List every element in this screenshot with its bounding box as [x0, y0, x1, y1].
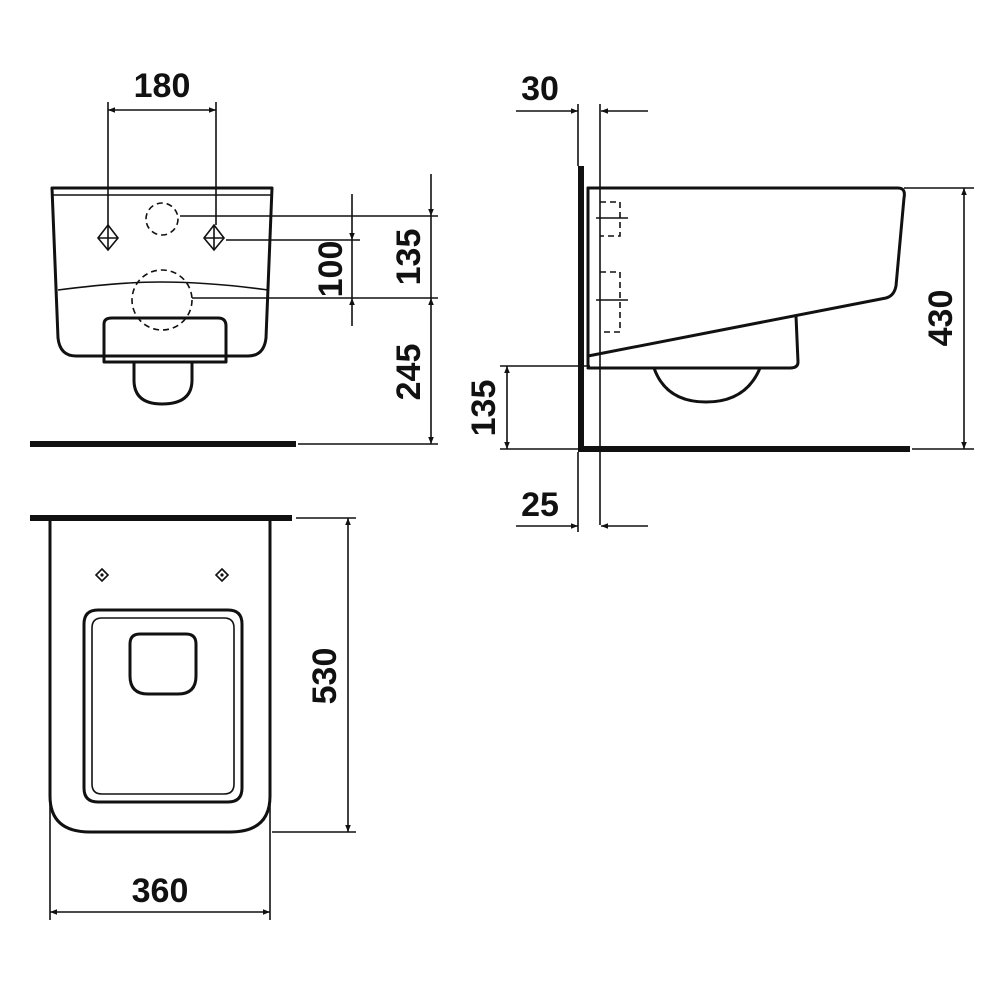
side-body-outline [586, 186, 906, 358]
dim-430-label: 430 [922, 290, 960, 347]
top-body-outline [48, 519, 272, 834]
dim-30-label: 30 [521, 70, 559, 108]
top-bowl-opening [128, 632, 198, 696]
front-outlet-circle [131, 269, 193, 331]
dim-100-label: 100 [312, 241, 350, 298]
side-seat-underside [586, 314, 800, 370]
front-bowl [132, 360, 194, 406]
front-inlet-circle [145, 202, 179, 236]
top-bolt-hole-left [94, 567, 110, 583]
front-seat-block [102, 316, 228, 364]
dim-530-label: 530 [306, 648, 344, 705]
front-seat-line [57, 281, 269, 291]
dim-180-label: 180 [134, 67, 191, 105]
top-seat-outer [82, 608, 244, 804]
side-bowl [652, 366, 762, 404]
front-view: 180 100 135 245 [30, 67, 438, 447]
top-bolt-dot-right [220, 573, 224, 577]
top-bolt-dot-left [100, 573, 104, 577]
side-view: 30 430 135 25 [465, 70, 974, 532]
dim-360-label: 360 [132, 872, 189, 910]
top-view: 530 360 [30, 515, 356, 920]
front-body-outline [50, 186, 274, 358]
side-inlet-dashed [600, 201, 621, 237]
top-seat-inner [91, 617, 235, 795]
dim-25-label: 25 [521, 486, 559, 524]
dim-135-side-label: 135 [465, 380, 503, 437]
dim-135-front-label: 135 [390, 229, 428, 286]
dim-245-label: 245 [390, 344, 428, 401]
side-outlet-dashed [600, 271, 621, 333]
top-bolt-hole-right [214, 567, 230, 583]
